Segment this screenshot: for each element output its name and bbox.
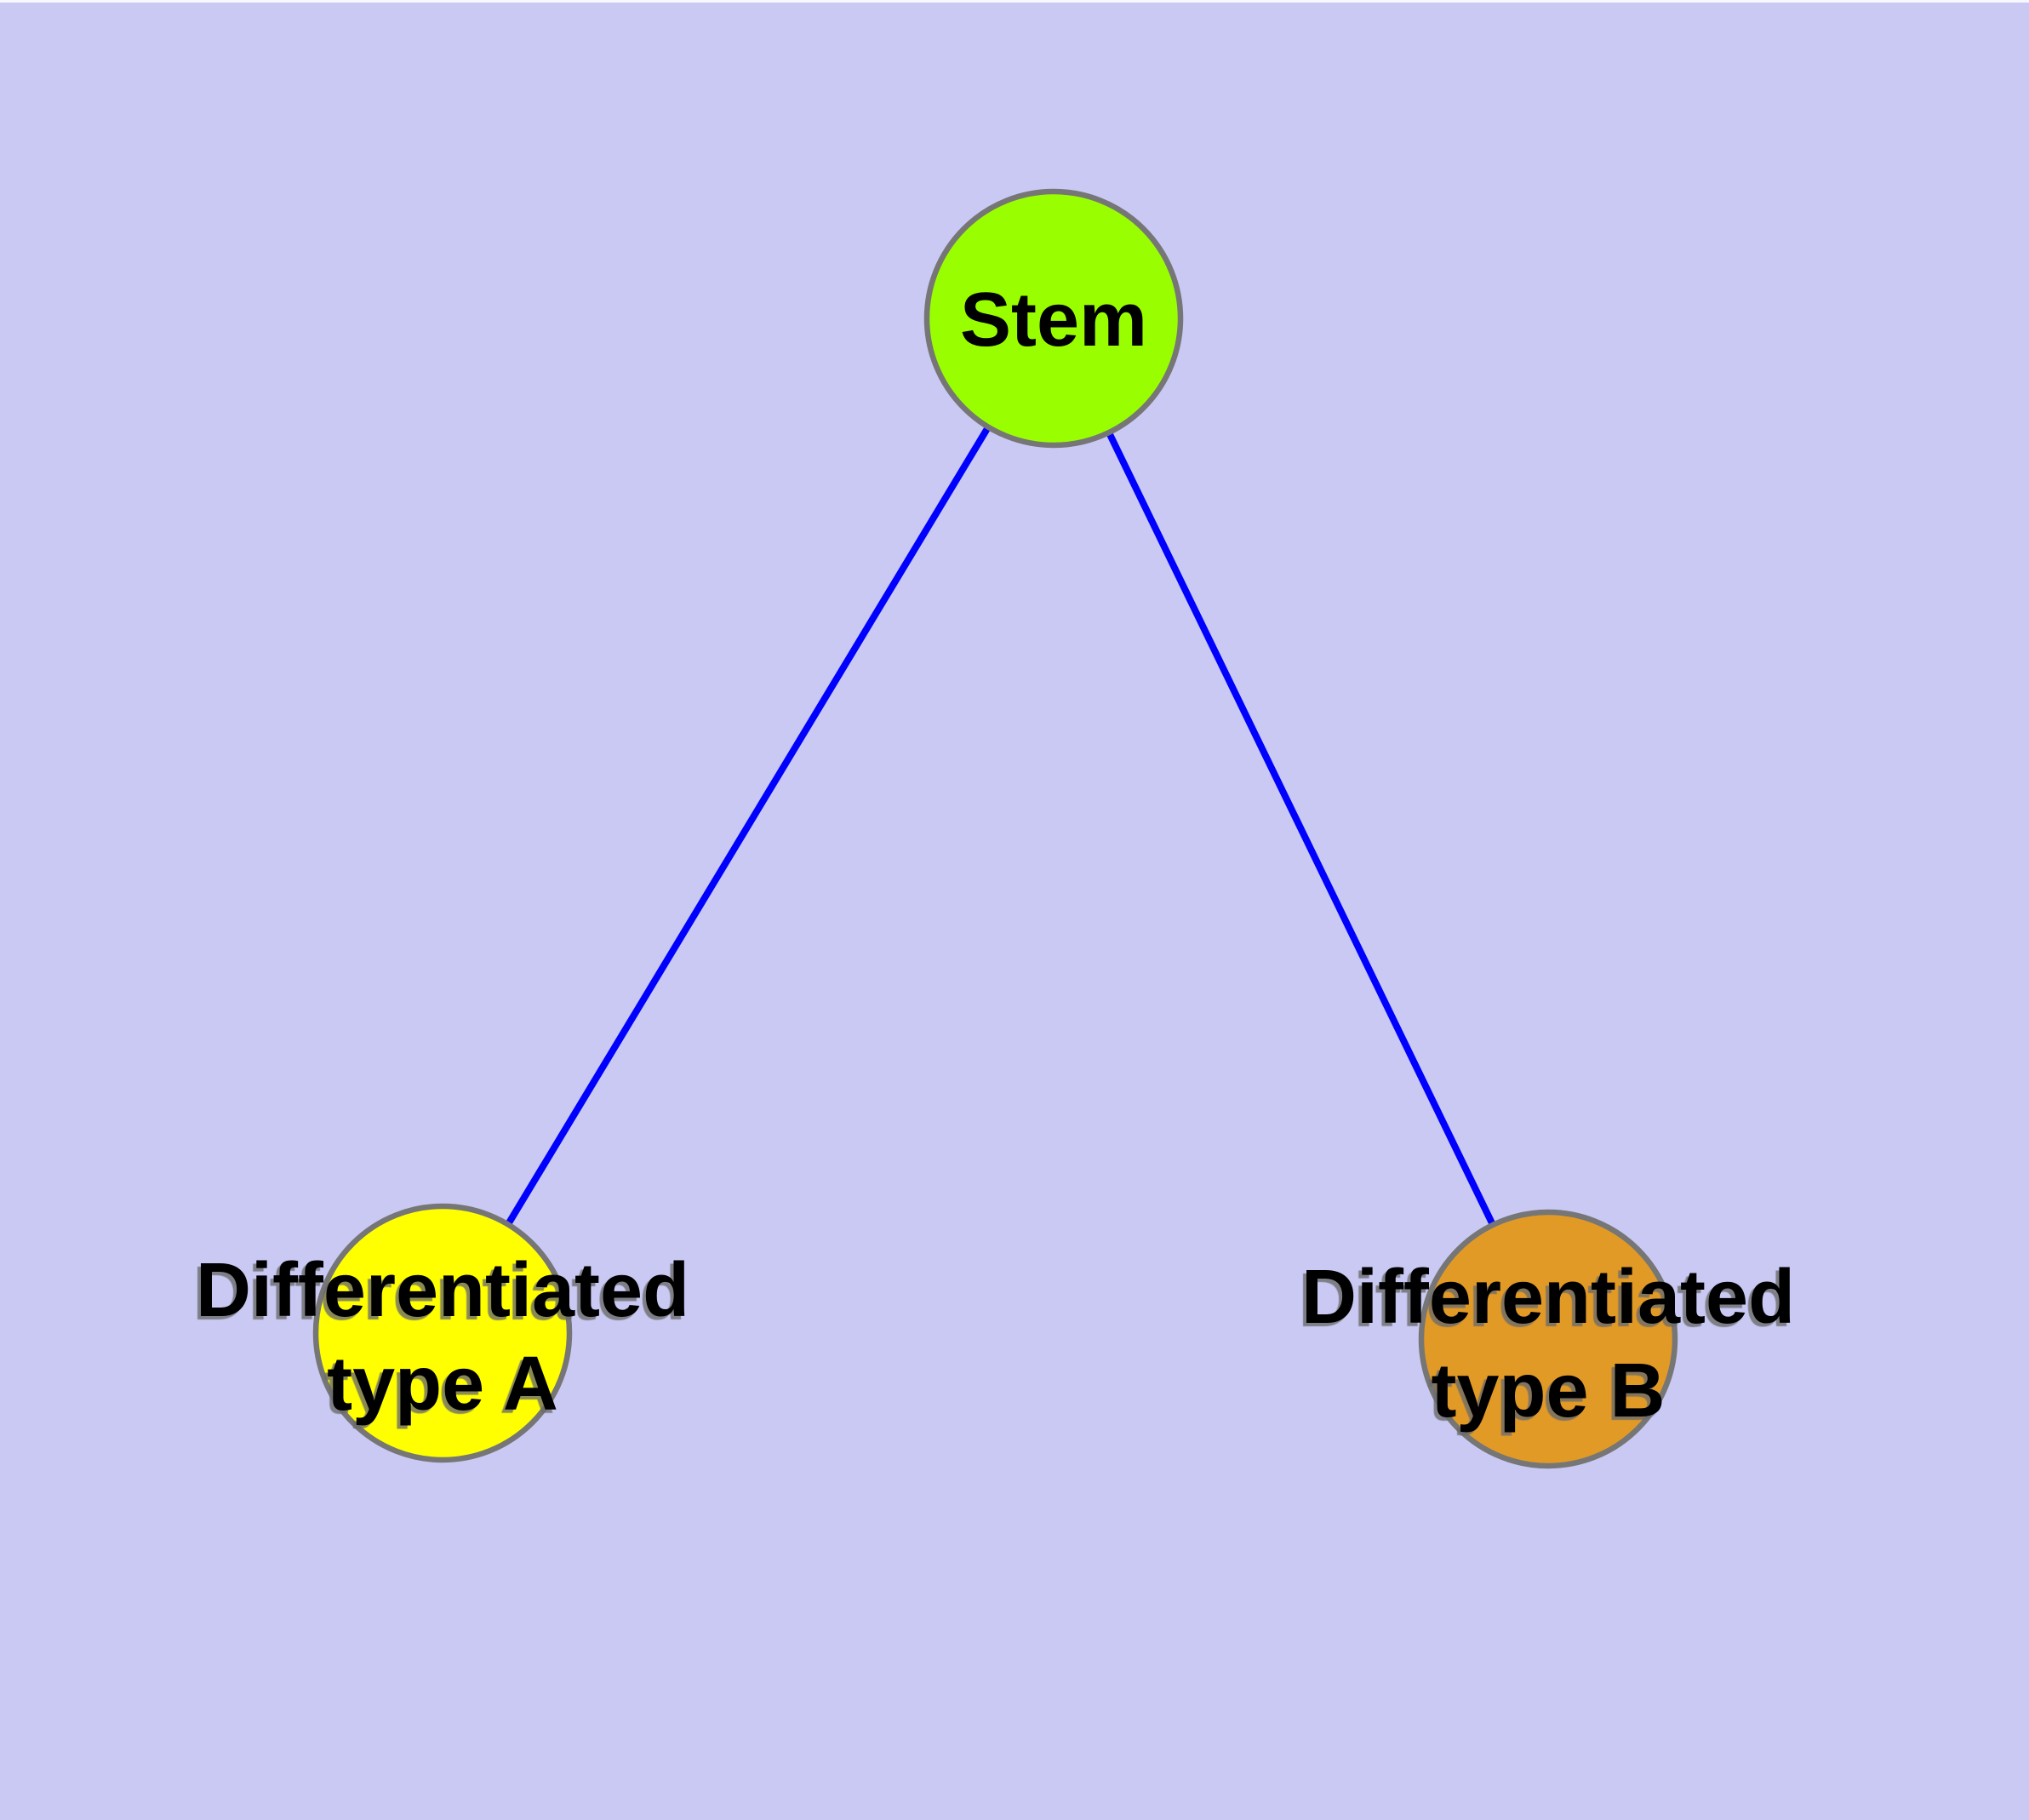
node-stem-label: Stem [960,273,1147,367]
top-edge-highlight [0,0,2029,3]
node-differentiated-type-b[interactable] [1418,1209,1678,1469]
node-differentiated-type-b-label: Differentiated type B [1301,1251,1795,1438]
label-line: Stem [959,278,1148,363]
node-differentiated-type-a-label: Differentiated type A [196,1244,689,1431]
node-differentiated-type-a[interactable] [312,1203,573,1463]
edge-stem-to-type-a [439,316,1057,1336]
label-line: type B [1431,1348,1666,1434]
node-stem[interactable] [923,188,1184,449]
label-line: Differentiated [195,1248,690,1333]
edge-stem-to-type-b [1050,317,1552,1341]
label-line: Differentiated [1300,1255,1796,1340]
label-line: type A [327,1342,558,1427]
